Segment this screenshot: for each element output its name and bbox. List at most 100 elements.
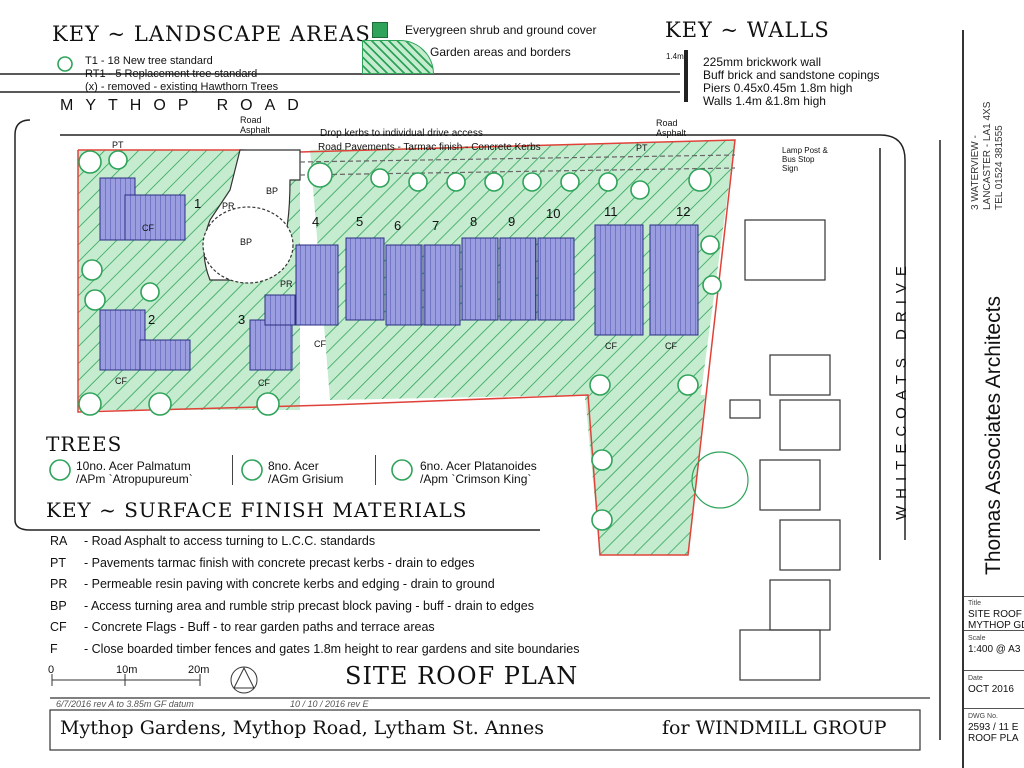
- surface-code: F: [50, 641, 58, 656]
- road-asphalt-label: Road Asphalt: [240, 115, 271, 135]
- wall-key-line: Walls 1.4m &1.8m high: [703, 94, 826, 108]
- shrub-key-label: Everygreen shrub and ground cover: [405, 23, 597, 37]
- pr-label: PR: [280, 279, 293, 289]
- field-value: 1:400 @ A3: [968, 644, 1021, 655]
- field-label: Scale: [968, 635, 986, 642]
- cf-label: CF: [605, 341, 617, 351]
- landscape-key-item: T1 - 18 New tree standard: [85, 55, 213, 67]
- surface-code: CF: [50, 620, 67, 634]
- plan-title: SITE ROOF PLAN: [345, 662, 579, 690]
- tree-key-symbols: [49, 56, 413, 481]
- bp-label: BP: [240, 237, 253, 247]
- divider: [375, 455, 376, 485]
- landscape-key-item: (x) - removed - existing Hawthorn Trees: [85, 81, 279, 93]
- access-road: [202, 149, 736, 284]
- lamp-post-label: Lamp Post & Bus Stop Sign: [782, 146, 828, 173]
- surface-desc: - Access turning area and rumble strip p…: [84, 598, 535, 613]
- road-asphalt-label: Road Asphalt: [656, 118, 687, 138]
- architect-address: 3 WATERVIEW - LANCASTER - LA1 4XS TEL 01…: [970, 102, 1006, 210]
- plot-number: 4: [312, 214, 320, 229]
- wall-symbol-icon: [684, 50, 688, 102]
- scale-label: 10m: [116, 664, 138, 676]
- tree-key-line: 10no. Acer Palmatum: [76, 459, 191, 473]
- architect-name: Thomas Associates Architects: [982, 296, 1005, 575]
- mythop-road-outline: [0, 73, 941, 740]
- scale-label: 20m: [188, 664, 210, 676]
- tree-key-item: 6no. Acer Platanoides/Apm `Crimson King`: [420, 460, 537, 486]
- field-label: Title: [968, 600, 981, 607]
- surface-key-item: CF - Concrete Flags - Buff - to rear gard…: [50, 620, 579, 642]
- scale-bar: [51, 666, 258, 694]
- client-name: for WINDMILL GROUP: [662, 717, 887, 739]
- tree-key-line: /AGm Grisium: [268, 472, 344, 486]
- footer-frame: [49, 697, 930, 751]
- landscape-key-heading: KEY ~ LANDSCAPE AREAS: [52, 22, 371, 46]
- address-line: LANCASTER - LA1 4XS: [982, 101, 993, 210]
- plot-number: 8: [470, 214, 478, 229]
- surface-desc: - Close boarded timber fences and gates …: [84, 641, 580, 656]
- house-roofs: [99, 177, 699, 371]
- plot-number: 7: [432, 218, 440, 233]
- tree-key-line: 6no. Acer Platanoides: [420, 459, 537, 473]
- surface-key-list: RA - Road Asphalt to access turning to L.…: [50, 534, 579, 663]
- tree-key-item: 10no. Acer Palmatum/APm `Atropupureum`: [76, 460, 193, 486]
- cf-label: CF: [258, 378, 270, 388]
- cf-label: CF: [314, 339, 326, 349]
- wall-key-line: 225mm brickwork wall: [703, 55, 822, 69]
- pr-label: PR: [222, 201, 235, 211]
- surface-key-item: RA - Road Asphalt to access turning to L.…: [50, 534, 579, 556]
- plot-number: 5: [356, 214, 364, 229]
- surface-key-heading: KEY ~ SURFACE FINISH MATERIALS: [46, 498, 468, 522]
- revision-note: 6/7/2016 rev A to 3.85m GF datum: [56, 699, 194, 709]
- field-value: SITE ROOF PL: [968, 609, 1024, 620]
- plot-number: 3: [238, 312, 246, 327]
- address-line: TEL 01524 381555: [994, 125, 1005, 210]
- divider: [964, 708, 1024, 709]
- shrub-swatch-icon: [372, 22, 388, 38]
- road-pavements-label: Road Pavements - Tarmac finish - Concret…: [318, 142, 541, 153]
- plot-number: 12: [676, 204, 691, 219]
- divider: [232, 455, 233, 485]
- project-name: Mythop Gardens, Mythop Road, Lytham St. …: [60, 717, 544, 739]
- field-value: OCT 2016: [968, 684, 1014, 695]
- address-line: 3 WATERVIEW -: [970, 135, 981, 210]
- trees: [78, 150, 749, 531]
- field-label: DWG No.: [968, 713, 998, 720]
- pt-label: PT: [112, 140, 124, 150]
- bp-label: BP: [266, 186, 279, 196]
- landscape-key-item: RT1 - 5 Replacement tree standard: [85, 68, 258, 80]
- divider: [964, 630, 1024, 631]
- divider: [964, 596, 1024, 597]
- field-value: ROOF PLA: [968, 733, 1019, 744]
- surface-desc: - Concrete Flags - Buff - to rear garden…: [84, 620, 435, 634]
- cf-label: CF: [142, 223, 154, 233]
- tree-key-line: 8no. Acer: [268, 459, 319, 473]
- surface-key-item: F - Close boarded timber fences and gates…: [50, 642, 579, 664]
- surface-desc: - Permeable resin paving with concrete k…: [84, 577, 495, 591]
- surface-key-item: PR - Permeable resin paving with concrete…: [50, 577, 579, 599]
- surface-key-item: BP - Access turning area and rumble strip…: [50, 599, 579, 621]
- surface-desc: - Pavements tarmac finish with concrete …: [84, 555, 475, 570]
- title-block: 3 WATERVIEW - LANCASTER - LA1 4XS TEL 01…: [962, 30, 1024, 768]
- neighbouring-buildings: [729, 219, 841, 681]
- scale-field: Scale 1:400 @ A3: [968, 633, 1020, 655]
- plot-number: 6: [394, 218, 402, 233]
- tree-key-item: 8no. Acer/AGm Grisium: [268, 460, 343, 486]
- field-value: 2593 / 11 E: [968, 722, 1019, 733]
- surface-code: PT: [50, 555, 66, 570]
- surface-code: BP: [50, 598, 67, 613]
- surface-code: PR: [50, 577, 68, 591]
- wall-key-line: Buff brick and sandstone copings: [703, 68, 880, 82]
- wall-dim-label: 1.4m: [666, 52, 684, 61]
- surface-desc: - Road Asphalt to access turning to L.C.…: [84, 534, 376, 548]
- walls-key-heading: KEY ~ WALLS: [665, 18, 830, 42]
- plot-number: 2: [148, 312, 156, 327]
- surface-code: RA: [50, 534, 68, 548]
- field-value: MYTHOP GD: [968, 620, 1024, 631]
- pt-label: PT: [636, 143, 648, 153]
- wall-key-line: Piers 0.45x0.45m 1.8m high: [703, 81, 853, 95]
- drop-kerbs-label: Drop kerbs to individual drive access: [320, 128, 483, 139]
